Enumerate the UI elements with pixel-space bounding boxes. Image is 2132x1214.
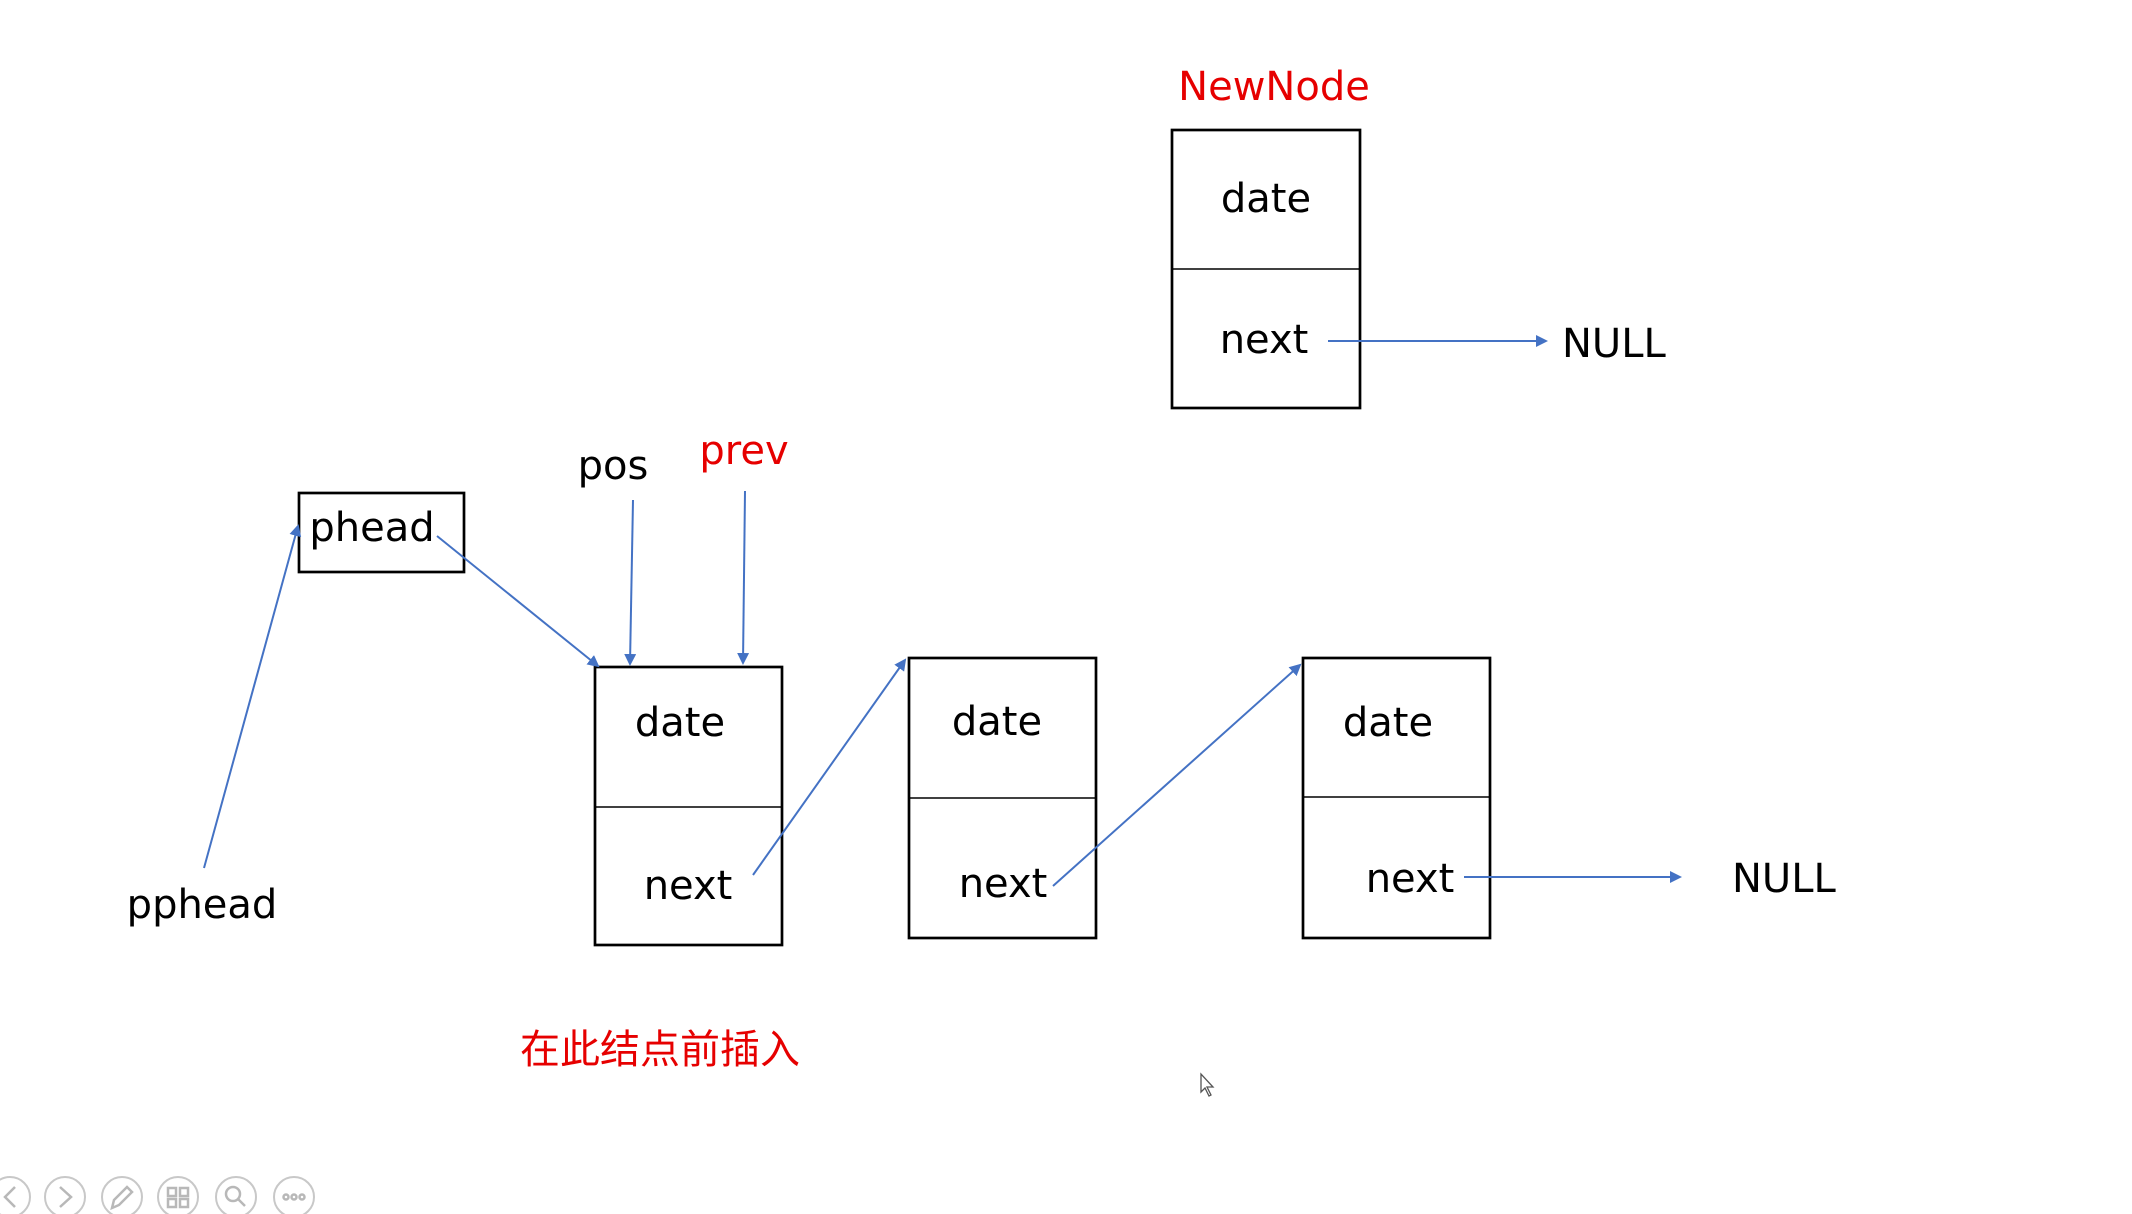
phead-label: phead [309,505,434,551]
next-icon [59,1186,73,1208]
new-node-next-field: next [1220,317,1309,363]
pos-pointer-arrow [624,499,637,666]
list-node-2-next-field: next [959,861,1048,907]
list-node-1-next-field: next [644,863,733,909]
newnode-label: NewNode [1178,64,1370,110]
pos-label: pos [578,443,649,489]
pphead-label: pphead [127,882,278,928]
null-label-top: NULL [1562,321,1666,367]
zoom-icon [224,1185,242,1203]
slides-icon [166,1186,178,1198]
phead-rect [297,491,466,574]
mouse-cursor-icon [1200,1072,1215,1097]
prev-label: prev [699,428,788,474]
phead-box: phead [297,491,466,574]
node2-next-arrow [1052,663,1302,887]
more-icon [282,1193,306,1201]
list-node-2: date next [907,656,1098,940]
pen-tool-button[interactable] [101,1176,143,1214]
list-node-1-data-field: date [635,700,725,746]
slideshow-toolbar [0,1176,315,1214]
phead-to-node-arrow [436,535,600,668]
prev-pointer-arrow [737,490,750,665]
previous-slide-button[interactable] [0,1176,31,1214]
insert-caption: 在此结点前插入 [520,1027,800,1073]
list-node-3-data-field: date [1343,700,1433,746]
list-node-1-box [593,665,784,947]
null-label-bottom: NULL [1732,856,1836,902]
pphead-to-phead-arrow [203,524,302,869]
node1-next-arrow [752,658,907,876]
next-slide-button[interactable] [44,1176,86,1214]
previous-icon [3,1186,16,1208]
list-node-2-data-field: date [952,699,1042,745]
zoom-button[interactable] [215,1176,257,1214]
pen-icon [110,1185,134,1211]
see-all-slides-button[interactable] [157,1176,199,1214]
list-node-3: date next [1301,656,1492,940]
list-node-1: date next [593,665,784,947]
new-node: date next [1170,128,1362,410]
more-options-button[interactable] [273,1176,315,1214]
list-node-3-next-field: next [1366,856,1455,902]
list-node-3-box [1301,656,1492,940]
new-node-data-field: date [1221,176,1311,222]
